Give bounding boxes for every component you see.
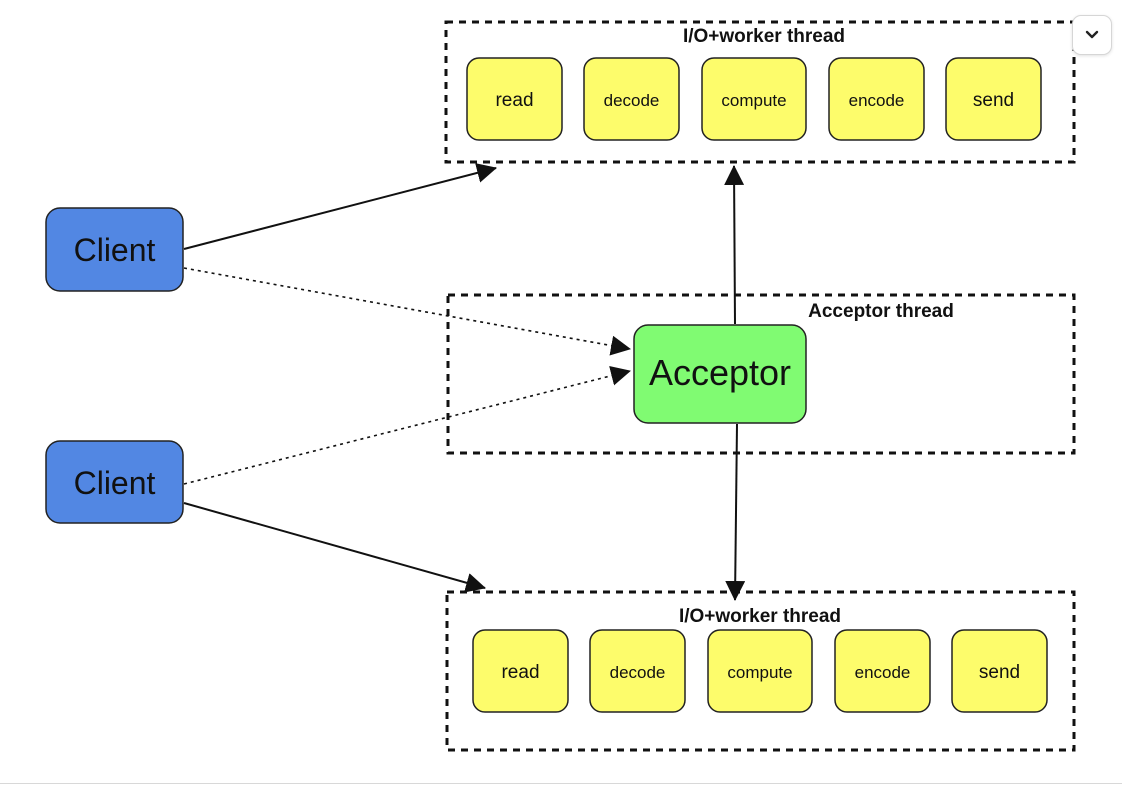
thread-acceptor: Acceptor thread Acceptor — [446, 293, 1076, 455]
stage-compute-label: compute — [727, 663, 792, 682]
stage-read: read — [472, 629, 569, 713]
thread-acceptor-title: Acceptor thread — [808, 301, 954, 322]
stage-read-label: read — [495, 90, 533, 111]
thread-top-title: I/O+worker thread — [683, 26, 845, 47]
acceptor-node: Acceptor — [633, 324, 807, 424]
chevron-down-icon — [1085, 30, 1099, 39]
stage-send-label: send — [979, 662, 1020, 683]
acceptor-label: Acceptor — [649, 352, 791, 393]
stage-read-label: read — [501, 662, 539, 683]
stage-read: read — [466, 57, 563, 141]
arrow-client-bottom-to-bottom-thread — [183, 502, 486, 593]
thread-bottom-title: I/O+worker thread — [679, 606, 841, 627]
stage-encode: encode — [834, 629, 931, 713]
stage-compute-label: compute — [721, 91, 786, 110]
client-bottom: Client — [45, 440, 184, 524]
stage-compute: compute — [701, 57, 807, 141]
client-top-label: Client — [74, 232, 156, 268]
page-divider — [0, 783, 1122, 784]
thread-bottom: I/O+worker thread read decode compute en… — [445, 590, 1076, 752]
thread-acceptor-boundary — [446, 293, 1076, 455]
stage-decode-label: decode — [604, 91, 660, 110]
arrow-client-top-to-acceptor — [183, 267, 631, 356]
arrow-acceptor-to-top-thread — [724, 165, 745, 325]
stage-encode: encode — [828, 57, 925, 141]
stage-send: send — [945, 57, 1042, 141]
thread-bottom-boundary — [445, 590, 1076, 752]
thread-top-boundary — [444, 20, 1076, 164]
arrow-client-top-to-top-thread — [183, 163, 497, 250]
stage-send: send — [951, 629, 1048, 713]
stage-encode-label: encode — [849, 91, 905, 110]
client-bottom-label: Client — [74, 465, 156, 501]
stage-compute: compute — [707, 629, 813, 713]
collapse-button[interactable] — [1072, 15, 1112, 55]
arrow-acceptor-to-bottom-thread — [725, 423, 746, 601]
stage-decode-label: decode — [610, 663, 666, 682]
thread-top: I/O+worker thread read decode compute en… — [444, 20, 1076, 164]
stage-send-label: send — [973, 90, 1014, 111]
arrow-client-bottom-to-acceptor — [183, 365, 631, 485]
stage-decode: decode — [583, 57, 680, 141]
client-top: Client — [45, 207, 184, 292]
stage-encode-label: encode — [855, 663, 911, 682]
stage-decode: decode — [589, 629, 686, 713]
